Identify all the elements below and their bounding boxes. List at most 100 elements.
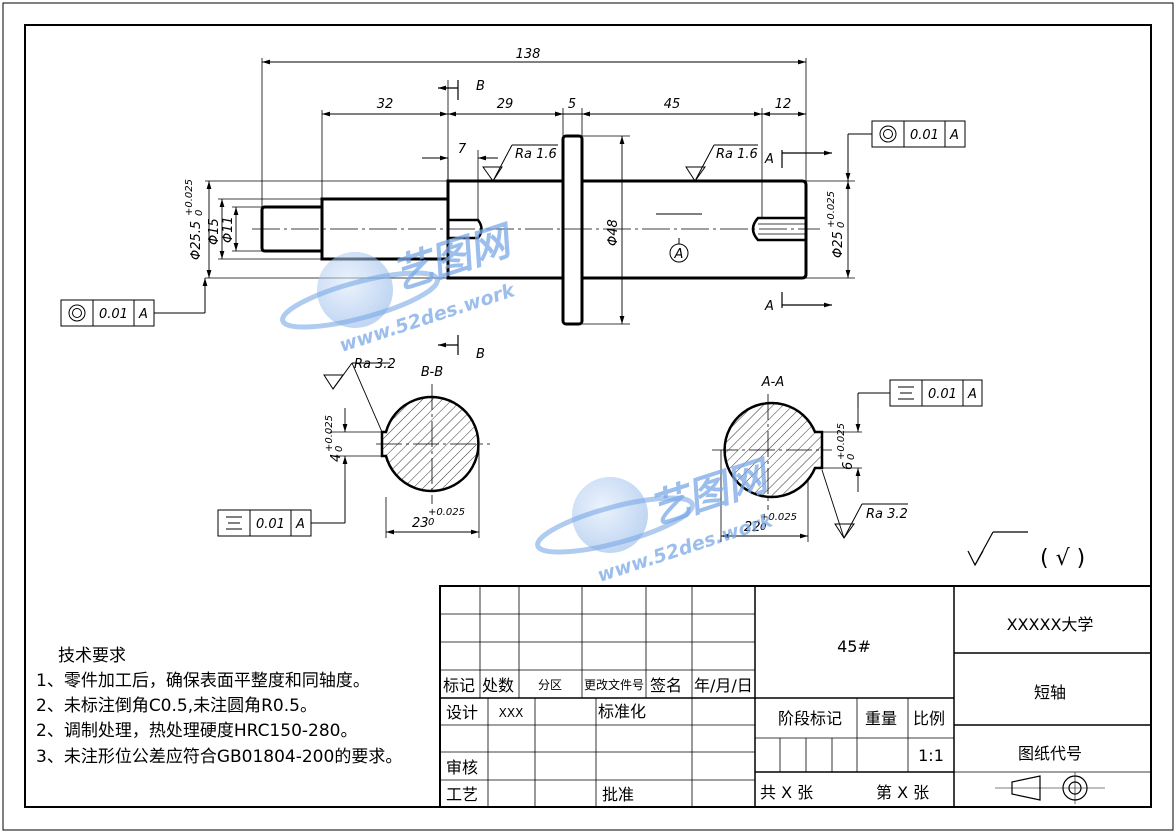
projection-symbol-icon — [995, 772, 1105, 804]
tol-left-value: 0.01 — [99, 307, 128, 322]
shaft-end-d11 — [260, 205, 324, 253]
dim-29: 29 — [497, 97, 514, 112]
tb-process: 工艺 — [446, 785, 478, 804]
tb-scale-label: 比例 — [913, 709, 945, 728]
dim-bb-23-tol: +0.025 — [428, 507, 465, 518]
dim-7: 7 — [458, 142, 467, 157]
title-block — [439, 585, 1152, 808]
tb-total-sheets: 共 X 张 — [760, 783, 813, 802]
dim-bb-23-tol0: 0 — [428, 517, 434, 528]
dim-aa-22-tol: +0.025 — [760, 512, 797, 523]
dimension-texts: 138 32 29 5 45 12 7 Φ25.5 +0.025 0 Φ15 Φ… — [184, 47, 847, 260]
section-a-bottom: A — [764, 299, 774, 314]
ra-1-6-left: Ra 1.6 — [515, 147, 557, 162]
tb-design: 设计 — [446, 703, 478, 722]
dimension-lines — [206, 59, 851, 324]
section-a-top: A — [764, 152, 774, 167]
dim-d25-tol: +0.025 — [826, 191, 837, 228]
tb-sheet-no: 第 X 张 — [876, 783, 929, 802]
tb-school: XXXXX大学 — [1007, 615, 1094, 634]
tol-left-datum: A — [138, 307, 148, 322]
section-markers — [438, 80, 832, 355]
dim-aa-6-tol0: 0 — [846, 454, 857, 460]
tb-hdr-sign: 签名 — [650, 676, 682, 695]
watermark-2: 艺图网 www.52des.work — [535, 452, 778, 587]
tol-top-right-value: 0.01 — [910, 128, 939, 143]
tb-stage-mark: 阶段标记 — [778, 709, 842, 728]
tb-hdr-zone: 分区 — [538, 678, 562, 692]
section-aa — [712, 379, 983, 542]
tb-designer: XXX — [499, 706, 524, 720]
shaft-main-view — [252, 134, 820, 326]
dim-aa-6-tol: +0.025 — [836, 423, 847, 460]
section-bb-title: B-B — [421, 365, 443, 380]
keyway-right — [751, 216, 806, 242]
tol-bb-datum: A — [295, 517, 305, 532]
tb-material: 45# — [837, 637, 871, 656]
tech-req-title: 技术要求 — [58, 646, 126, 666]
tb-hdr-doc: 更改文件号 — [584, 677, 644, 692]
ra-3-2-aa: Ra 3.2 — [866, 507, 908, 522]
dim-d15: Φ15 — [207, 218, 222, 245]
tolerance-frame-left — [60, 278, 208, 327]
tb-hdr-count: 处数 — [482, 676, 514, 695]
dim-bb-4: 4 — [329, 454, 344, 462]
section-bb — [217, 362, 490, 538]
tech-requirements: 技术要求 1、零件加工后，确保表面平整度和同轴度。 2、未标注倒角C0.5,未注… — [36, 646, 402, 767]
ra-3-2-bb: Ra 3.2 — [354, 357, 396, 372]
tb-drawing-no: 图纸代号 — [1018, 744, 1082, 763]
section-b-bottom: B — [476, 347, 485, 362]
tb-review: 审核 — [446, 758, 478, 777]
tol-top-right-datum: A — [949, 128, 959, 143]
dim-d25-5-tol0: 0 — [194, 210, 205, 216]
tb-hdr-mark: 标记 — [443, 676, 475, 695]
dim-12: 12 — [775, 97, 792, 112]
shaft-right-d25 — [580, 179, 808, 280]
tb-scale-value: 1:1 — [918, 746, 944, 765]
extension-lines — [205, 58, 855, 325]
dim-d25-5-tol: +0.025 — [184, 179, 195, 216]
ra-1-6-right: Ra 1.6 — [716, 147, 758, 162]
shaft-collar-d48 — [561, 134, 584, 326]
tech-req-item-4: 3、未注形位公差应符合GB01804-200的要求。 — [36, 747, 402, 767]
dim-aa-22-tol0: 0 — [760, 522, 766, 533]
tol-aa-datum: A — [967, 387, 977, 402]
section-aa-title: A-A — [761, 375, 784, 390]
dim-aa-22: 22 — [744, 520, 761, 535]
watermark-globe-icon-2 — [572, 477, 648, 553]
tol-aa-value: 0.01 — [928, 387, 957, 402]
tb-approve: 批准 — [602, 785, 634, 804]
dim-32: 32 — [377, 97, 394, 112]
tolerance-frame-top-right — [845, 120, 966, 181]
dim-d48: Φ48 — [606, 219, 621, 246]
dim-bb-4-tol0: 0 — [334, 446, 345, 452]
tb-part-name: 短轴 — [1034, 683, 1066, 702]
dim-bb-23: 23 — [412, 516, 429, 531]
dim-d11: Φ11 — [221, 216, 236, 243]
dim-d25-5: Φ25.5 — [189, 221, 204, 260]
general-roughness-symbol: ( √ ) — [1040, 546, 1085, 571]
dim-d25: Φ25 — [831, 231, 846, 258]
watermark-1: 艺图网 www.52des.work — [280, 217, 521, 357]
tech-req-item-2: 2、未标注倒角C0.5,未注圆角R0.5。 — [36, 696, 317, 716]
keyway-left — [448, 218, 483, 240]
dim-bb-4-tol: +0.025 — [324, 415, 335, 452]
tol-bb-value: 0.01 — [256, 517, 285, 532]
general-roughness-icon — [967, 531, 1028, 567]
datum-a-label: A — [674, 247, 684, 262]
tb-weight: 重量 — [865, 709, 897, 728]
tech-req-item-1: 1、零件加工后，确保表面平整度和同轴度。 — [36, 671, 370, 691]
section-b-top: B — [476, 79, 485, 94]
dim-aa-6: 6 — [841, 462, 856, 470]
watermark-globe-icon — [317, 252, 393, 328]
dim-5: 5 — [568, 97, 576, 112]
tb-standard: 标准化 — [598, 702, 646, 721]
tech-req-item-3: 2、调制处理，热处理硬度HRC150-280。 — [36, 721, 357, 741]
dim-45: 45 — [664, 97, 681, 112]
dim-138: 138 — [516, 47, 541, 62]
dim-d25-tol0: 0 — [836, 222, 847, 228]
roughness-main — [482, 144, 758, 182]
tb-hdr-date: 年/月/日 — [694, 676, 753, 695]
